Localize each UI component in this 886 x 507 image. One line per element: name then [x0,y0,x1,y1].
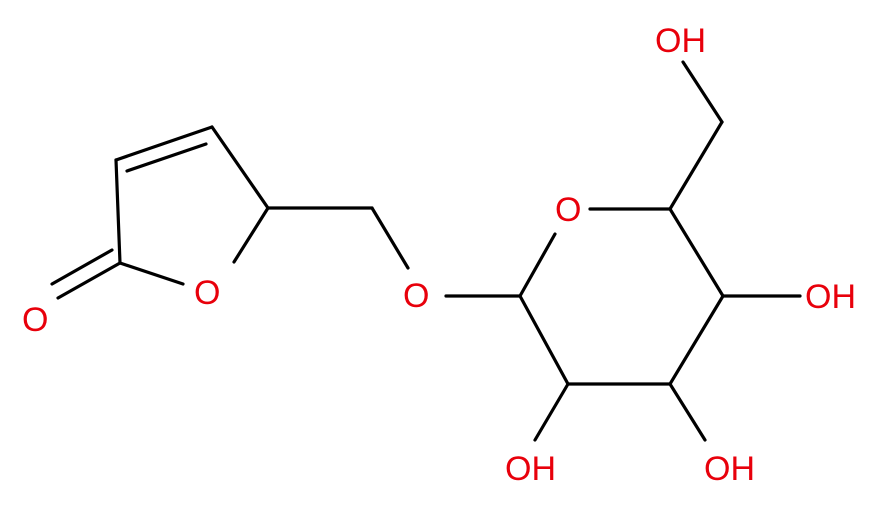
bond-c2-carbonyl-a [56,261,122,300]
bond-c3-c4-double [125,142,208,173]
carbonyl-oxygen-label: O [22,301,48,339]
bond-c5-ch2oh [668,120,724,211]
bond-c5-o1 [232,206,270,264]
bond-c1-ring-o [518,232,557,298]
hydroxyl-bottom-right-label: OH [704,450,755,488]
sugar-ring-oxygen-label: O [555,191,581,229]
bond-ch2-oh-top [681,60,724,124]
bond-c2-oh [533,382,570,442]
glycosidic-oxygen-label: O [403,277,429,315]
bond-o1-c2 [118,261,185,286]
hydroxyl-right-label: OH [805,278,856,316]
bond-c5-c4 [668,207,725,298]
hydroxyl-top-label: OH [655,22,706,60]
bond-c2-carbonyl-b [50,248,114,286]
hydroxyl-bottom-left-label: OH [505,450,556,488]
bond-c4-c5 [210,125,270,210]
atom-labels: O O O O OH OH OH OH [22,22,856,488]
bond-c3-oh [668,382,707,442]
bond-c4-c3 [668,294,725,386]
bond-ch2-o [370,206,410,270]
lactone-ring-oxygen-label: O [194,274,220,312]
bond-c3-c4 [114,125,214,162]
bonds [50,60,802,442]
bond-c2-c1 [518,294,570,386]
bond-c2-c3 [114,158,122,265]
